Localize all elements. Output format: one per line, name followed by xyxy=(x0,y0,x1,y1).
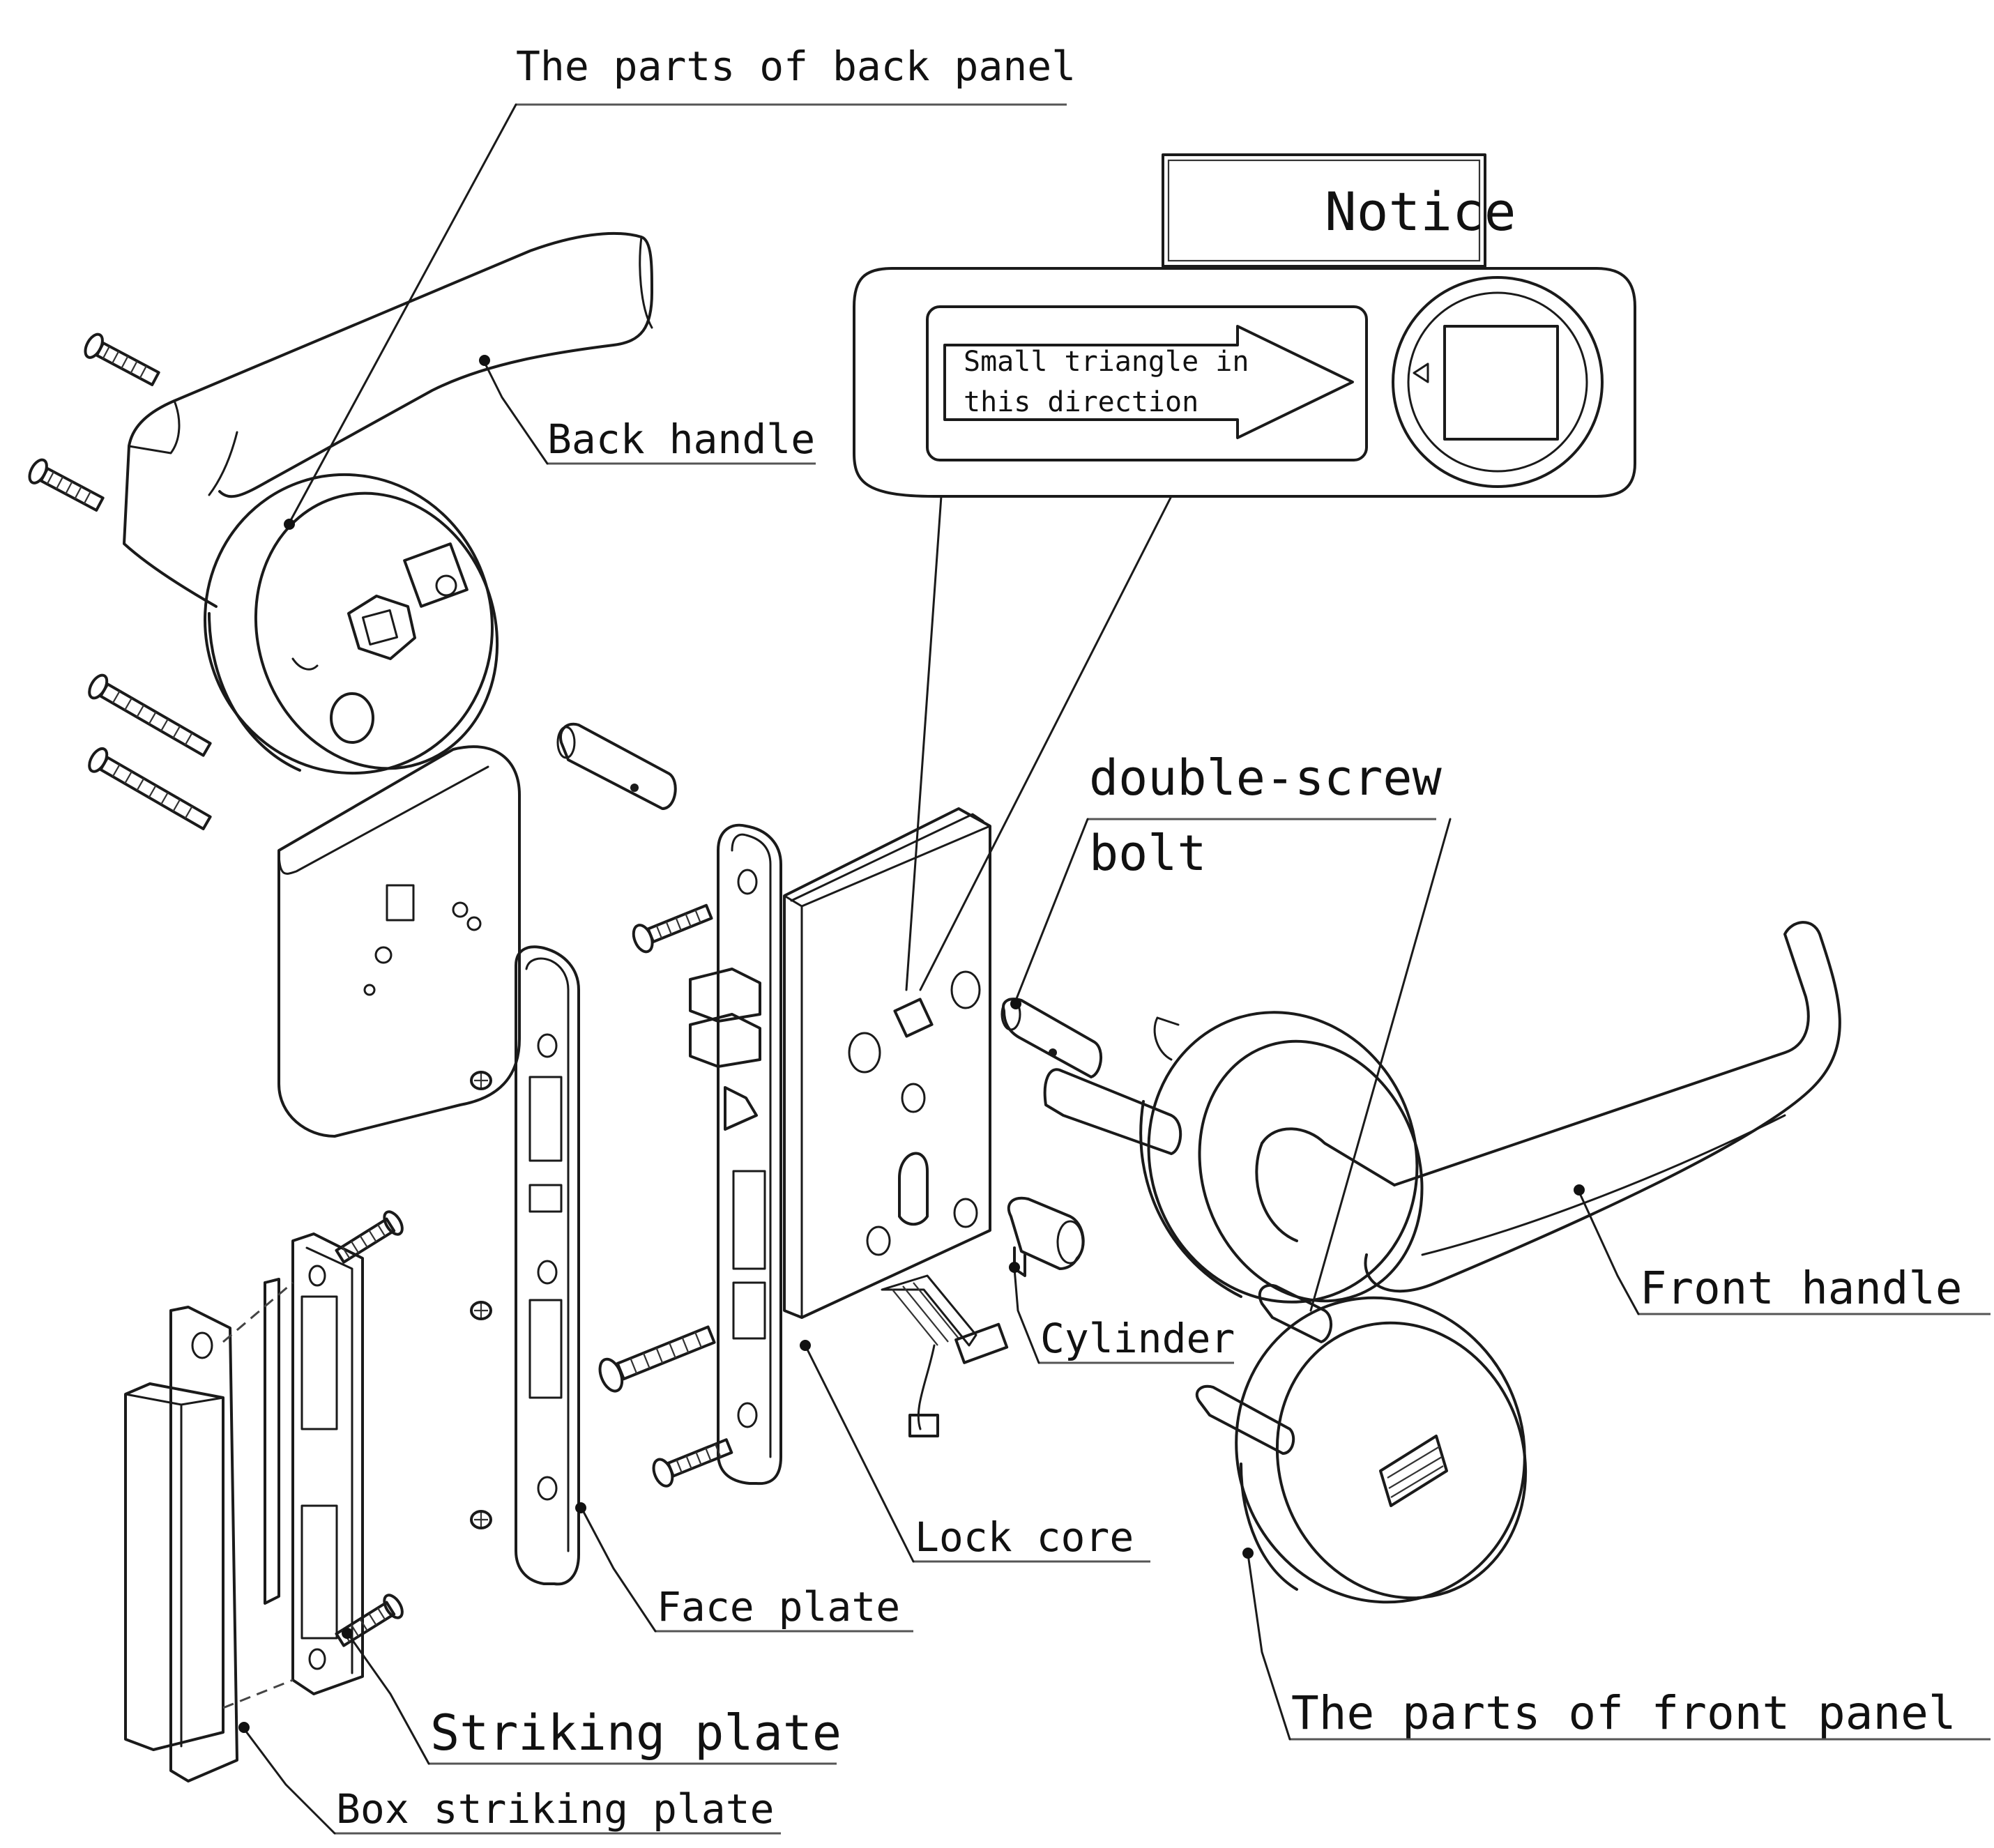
label-double-screw-bolt-line2: bolt xyxy=(1089,825,1207,882)
label-double-screw-bolt-line1: double-screw xyxy=(1089,749,1443,807)
lock-core-drawing xyxy=(783,807,1009,1437)
back-spindle-bar xyxy=(556,722,677,810)
label-cylinder: Cylinder xyxy=(1040,1315,1235,1362)
label-lock-core: Lock core xyxy=(915,1513,1134,1561)
front-panel-drawing xyxy=(1195,1283,1528,1604)
lock-core-screws xyxy=(598,903,733,1488)
label-back-handle: Back handle xyxy=(547,415,815,463)
label-box-striking-plate: Box striking plate xyxy=(336,1785,775,1833)
label-front-panel-parts: The parts of front panel xyxy=(1291,1686,1956,1740)
label-face-plate: Face plate xyxy=(657,1583,900,1631)
notice-arrow-text-line1: Small triangle in xyxy=(964,346,1249,378)
double-screw-bolt-drawing xyxy=(1000,998,1103,1078)
leader-lines xyxy=(238,103,1991,1835)
notice-callout xyxy=(853,153,1636,991)
striking-plate-drawing xyxy=(264,1210,404,1695)
face-plate-drawing xyxy=(470,945,580,1586)
lock-core-faceplate xyxy=(689,823,782,1486)
cylinder-drawing xyxy=(1007,1196,1085,1277)
back-panel-screws xyxy=(28,333,212,831)
label-front-handle: Front handle xyxy=(1640,1263,1962,1315)
label-back-panel-parts: The parts of back panel xyxy=(516,43,1076,90)
back-mounting-plate xyxy=(277,745,521,1138)
front-handle-drawing xyxy=(1043,921,1841,1304)
notice-arrow-text-line2: this direction xyxy=(964,386,1198,418)
box-striking-plate-drawing xyxy=(124,1281,294,1782)
label-striking-plate: Striking plate xyxy=(430,1704,842,1762)
back-handle-drawing xyxy=(123,231,653,775)
notice-title: Notice xyxy=(1325,181,1516,243)
